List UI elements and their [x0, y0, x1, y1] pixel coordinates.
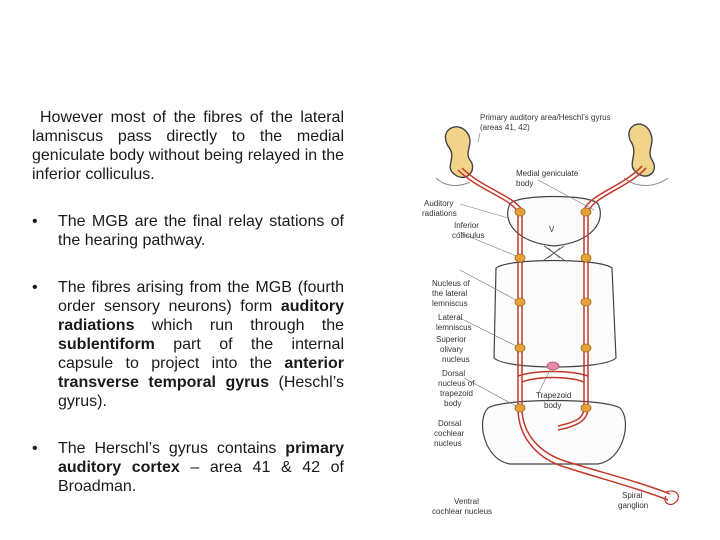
bullet-marker: • — [32, 440, 38, 457]
label-spiral-ganglion-line2: ganglion — [618, 501, 648, 510]
label-dorsal-cochlear-line3: nucleus — [434, 439, 462, 448]
bullet-text: (Heschl’s gyrus). — [58, 374, 344, 410]
bullet-item: • The fibres arising from the MGB (fourth… — [32, 278, 344, 411]
auditory-pathway-diagram: Primary auditory area/Heschl’s gyrus (ar… — [422, 113, 679, 516]
bullet-text: The fibres arising from the MGB (fourth … — [58, 279, 344, 315]
label-nucleus-ll-line3: lemniscus — [432, 299, 468, 308]
label-dorsal-tb-line3: trapezoid — [440, 389, 473, 398]
bullet-bold-text: primary auditory cortex — [58, 440, 344, 476]
leader-lines — [457, 132, 595, 407]
relay-nuclei — [514, 207, 592, 413]
label-dorsal-tb-line4: body — [444, 399, 461, 408]
label-radiations: Auditory — [424, 199, 453, 208]
spiral-ganglion — [664, 490, 679, 506]
bullet-text: which run through the — [134, 317, 344, 334]
label-mgb: Medial geniculate — [516, 169, 579, 178]
label-radiations-line2: radiations — [422, 209, 457, 218]
bullet-item: • The MGB are the final relay stations of… — [32, 212, 344, 250]
pons-outline — [493, 259, 617, 368]
label-trapezoid-body-line2: body — [544, 401, 561, 410]
right-cortex-edge — [623, 177, 669, 186]
bullet-bold-text: anterior transverse temporal gyrus — [58, 355, 344, 391]
label-ventral-cochlear: Ventral — [454, 497, 479, 506]
left-cortex-edge — [435, 177, 471, 186]
bullet-marker: • — [32, 279, 38, 296]
label-nucleus-ll: Nucleus of — [432, 279, 471, 288]
label-nucleus-ll-line2: the lateral — [432, 289, 467, 298]
label-primary-area-line2: (areas 41, 42) — [480, 123, 530, 132]
bullet-text: part of the internal capsule to project … — [58, 336, 344, 372]
right-cortex-gyrus — [628, 123, 655, 177]
label-primary-area: Primary auditory area/Heschl’s gyrus — [480, 113, 611, 122]
label-spiral-ganglion: Spiral — [622, 491, 643, 500]
label-superior-olivary: Superior — [436, 335, 467, 344]
label-midline-mark: V — [549, 225, 555, 234]
label-dorsal-tb-line2: nucleus of — [438, 379, 475, 388]
bullet-bold-text: auditory radiations — [58, 298, 344, 334]
midline-hatch — [543, 245, 565, 261]
label-inferior-colliculus-line2: colliculus — [452, 231, 484, 240]
midbrain-outline — [507, 195, 601, 247]
bullet-marker: • — [32, 213, 38, 230]
label-inferior-colliculus: Inferior — [454, 221, 479, 230]
bullet-text: The Herschl’s gyrus contains — [58, 440, 286, 457]
label-dorsal-cochlear-line2: cochlear — [434, 429, 465, 438]
left-cortex-gyrus — [444, 126, 474, 179]
bullet-text: The MGB are the final relay stations of … — [58, 213, 344, 249]
intro-paragraph: However most of the fibres of the latera… — [32, 109, 344, 183]
label-trapezoid-body: Trapezoid — [536, 391, 571, 400]
label-superior-olivary-line2: olivary — [440, 345, 463, 354]
bullet-bold-text: sublentiform — [58, 336, 155, 353]
label-dorsal-tb: Dorsal — [442, 369, 465, 378]
label-lateral-lemniscus: Lateral — [438, 313, 463, 322]
bullet-item: • The Herschl’s gyrus contains primary au… — [32, 439, 344, 496]
trapezoid-body-marker — [546, 361, 560, 371]
bullet-list: • The MGB are the final relay stations of… — [32, 212, 344, 496]
label-mgb-line2: body — [516, 179, 533, 188]
label-superior-olivary-line3: nucleus — [442, 355, 470, 364]
text-column: However most of the fibres of the latera… — [32, 108, 344, 524]
bullet-text: – area 41 & 42 of Broadman. — [58, 459, 344, 495]
label-lateral-lemniscus-line2: lemniscus — [436, 323, 472, 332]
medulla-outline — [481, 399, 627, 465]
label-dorsal-cochlear: Dorsal — [438, 419, 461, 428]
label-ventral-cochlear-line2: cochlear nucleus — [432, 507, 492, 516]
